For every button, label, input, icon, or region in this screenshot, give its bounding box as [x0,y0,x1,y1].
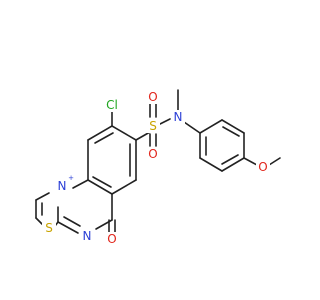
bridgehead-nitrogen-atom: N + [55,174,74,193]
atom-label-s1: S [149,119,157,133]
ring-nitrogen-atom: N [80,229,94,243]
bond [221,119,245,134]
bonds [35,89,281,234]
bond [57,221,79,234]
bond [35,192,50,201]
bond [221,157,245,172]
bond [94,132,114,144]
bond [135,131,151,141]
bond [183,121,201,134]
bond [159,118,171,125]
sulfonyl-oxygen-top-atom: O [146,90,160,104]
bond [111,125,137,141]
bond [87,125,113,141]
bond [243,157,258,166]
bond [63,216,81,227]
bond [199,157,223,172]
sulfonyl-oxygen-bottom-atom: O [146,147,160,161]
atom-label-o3: O [107,232,116,246]
bond [222,126,240,137]
atom-label-s2: S [45,221,53,235]
sulfonamide-nitrogen-atom: N [171,110,185,124]
bond [87,179,113,195]
atom-label-n1: N [174,110,183,124]
atom-label-o2: O [148,147,157,161]
atom-labels: Cl S O O N N + S N [42,90,270,246]
structure-svg: Cl S O O N N + S N [35,89,281,246]
bond [111,179,137,195]
bond [268,157,281,166]
bond [35,217,44,226]
bond [221,154,239,165]
atom-label-n3: N [83,229,92,243]
bond [92,176,112,188]
molecule-structure-diagram: Cl S O O N N + S N [35,89,281,246]
chlorine-atom: Cl [100,98,124,112]
bond [72,179,89,189]
svg-text:+: + [68,174,74,182]
thiazole-sulfur-atom: S [42,221,56,235]
atom-label-o4: O [258,160,267,174]
atom-label-n2: N [58,179,67,193]
methoxy-oxygen-atom: O [256,160,270,174]
sulfonyl-sulfur-atom: S [146,119,160,133]
atom-label-o1: O [148,90,157,104]
atom-label-cl: Cl [106,98,118,112]
carbonyl-oxygen-atom: O [105,232,119,246]
bond [199,119,223,134]
